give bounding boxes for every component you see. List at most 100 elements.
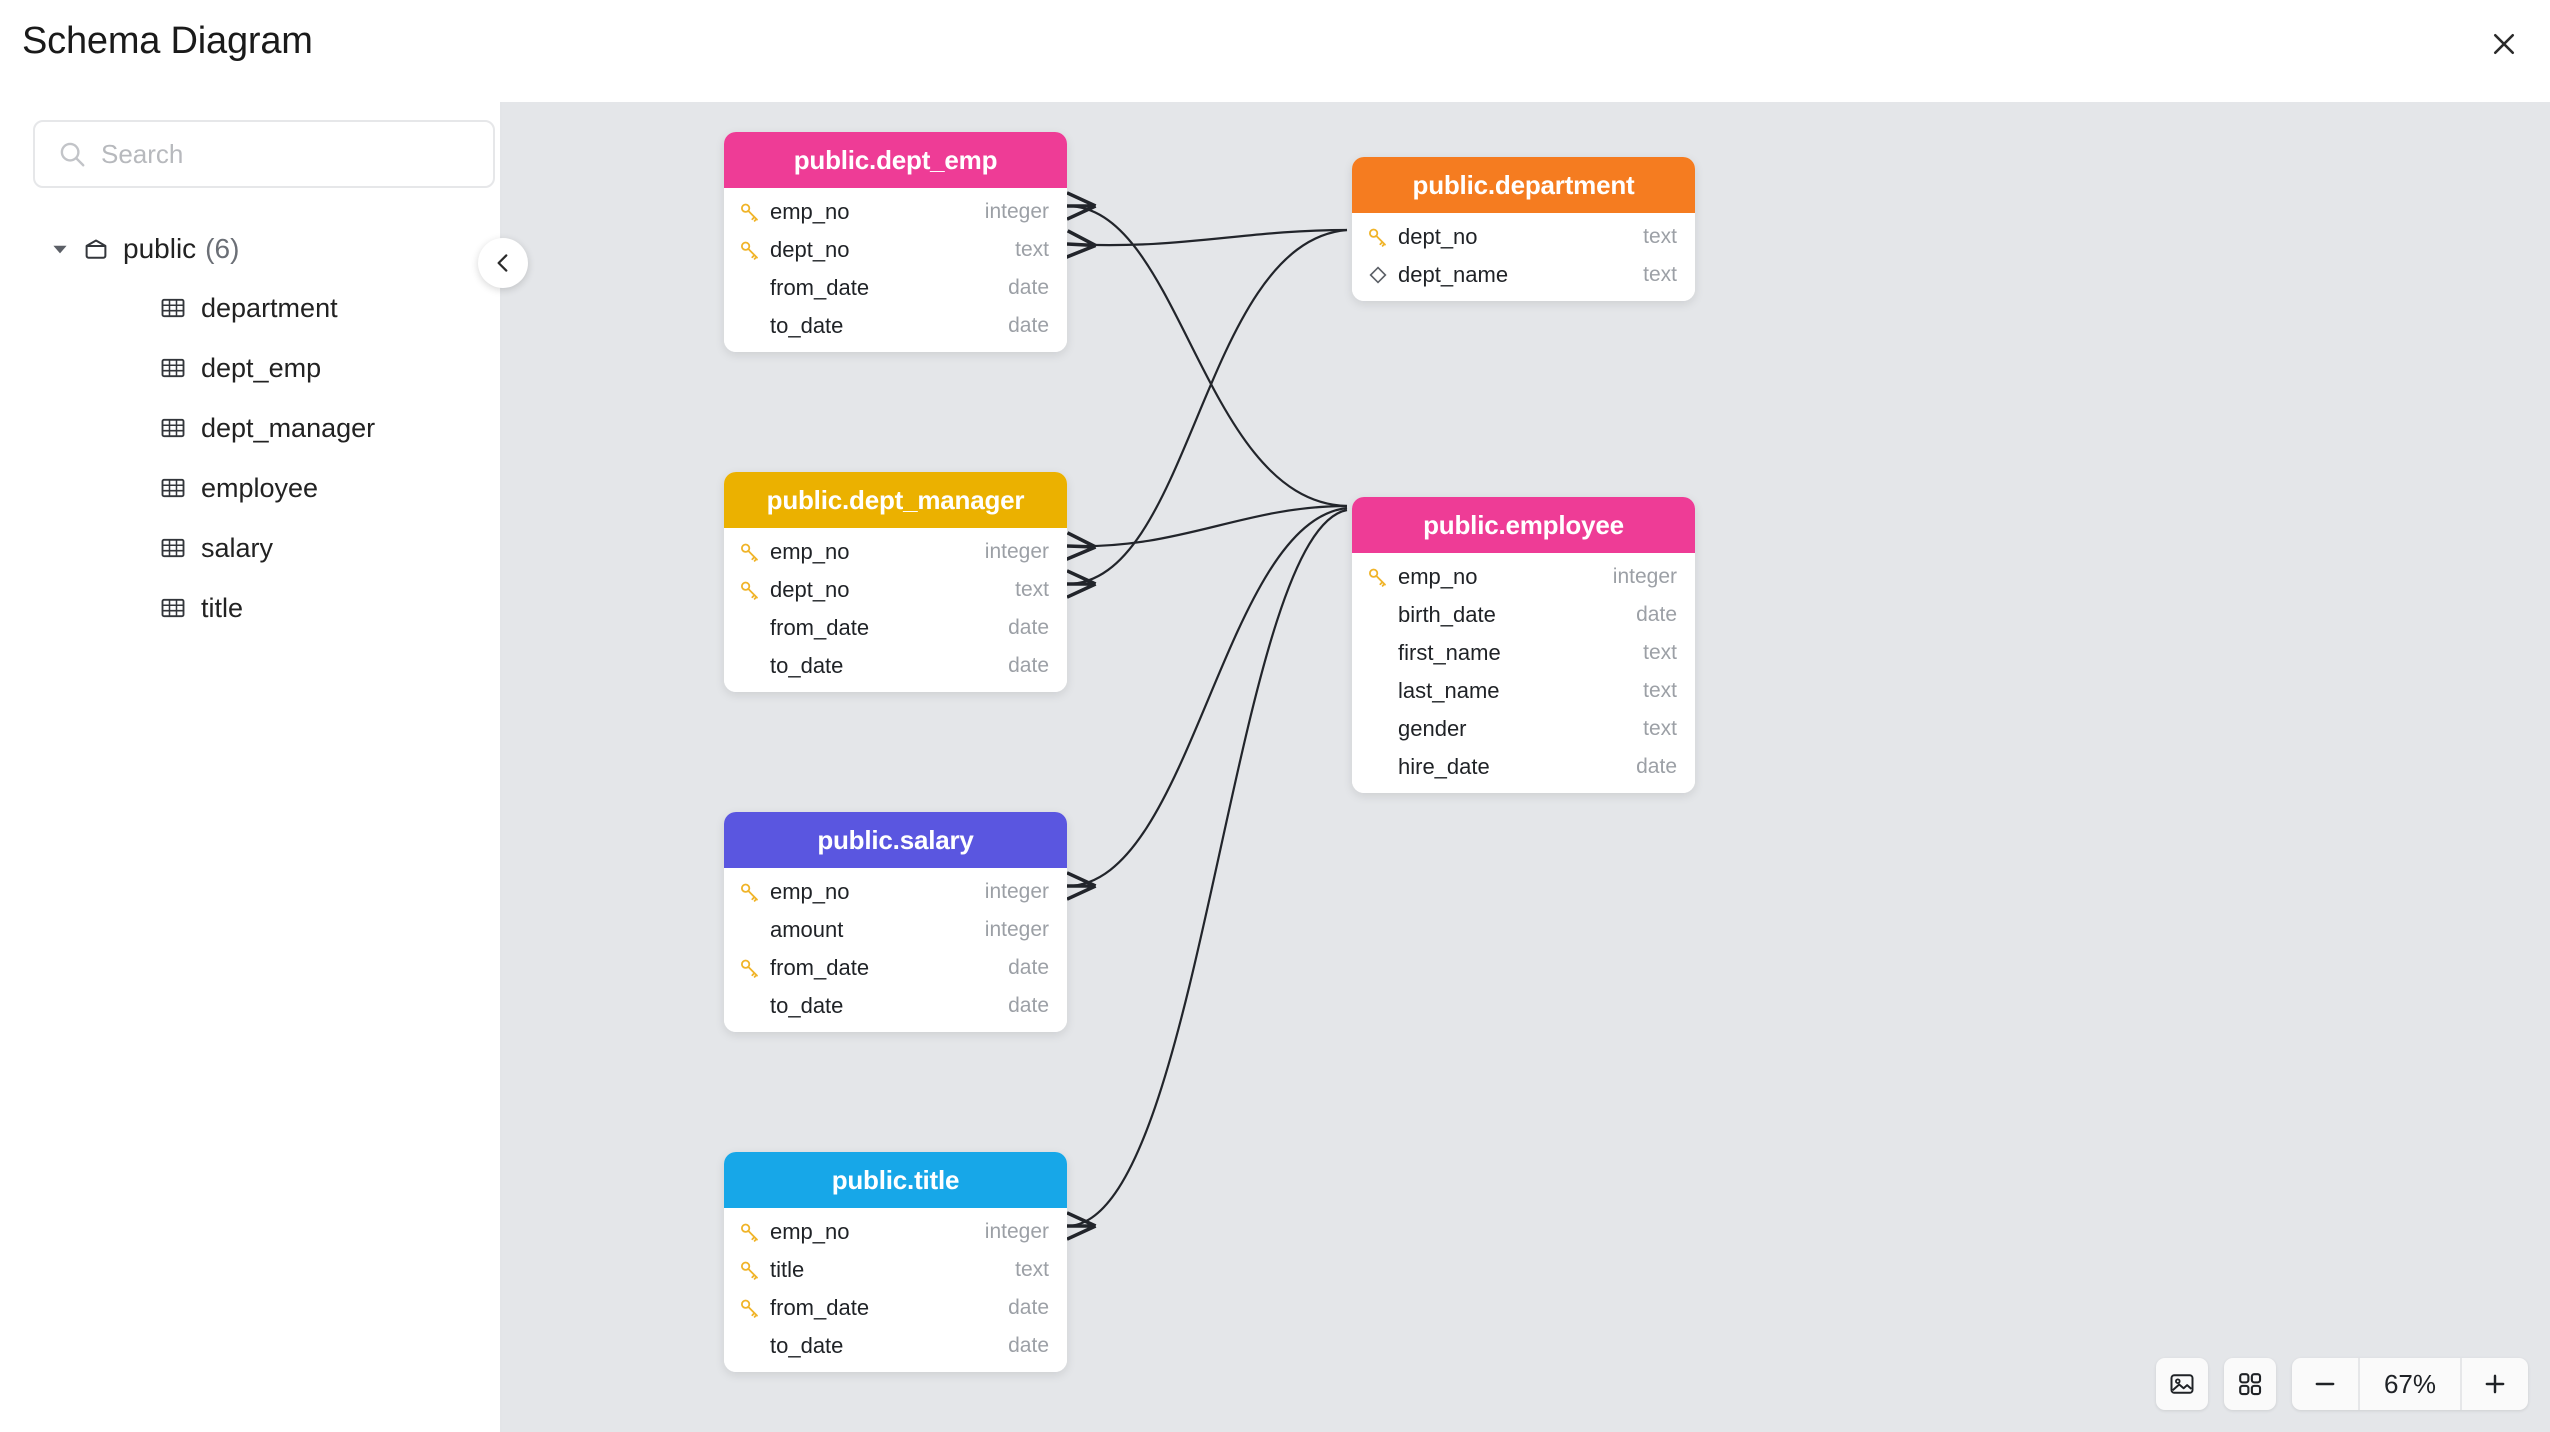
field-type: text xyxy=(1643,679,1677,702)
relationship-edge xyxy=(1066,506,1348,901)
field-icon-none xyxy=(738,654,762,678)
field-name: first_name xyxy=(1398,640,1501,665)
page-title: Schema Diagram xyxy=(22,20,313,62)
field-icon-none xyxy=(738,1334,762,1358)
grid-icon xyxy=(2239,1373,2262,1396)
field-name: emp_no xyxy=(770,539,850,564)
field-icon-none xyxy=(1366,679,1390,703)
key-icon xyxy=(1368,228,1386,247)
key-icon xyxy=(740,1299,758,1318)
tree-table-label: department xyxy=(201,292,338,323)
tree-table-label: dept_manager xyxy=(201,412,376,443)
field-type: date xyxy=(1008,1334,1049,1357)
field-type: text xyxy=(1015,238,1049,261)
zoom-out-button[interactable] xyxy=(2292,1358,2358,1410)
field-icon-none xyxy=(1366,717,1390,741)
field-name: dept_name xyxy=(1398,262,1509,287)
field-type: date xyxy=(1008,314,1049,337)
table-node-title: public.department xyxy=(1352,157,1695,213)
field-row[interactable]: emp_no integer xyxy=(724,873,1067,911)
sidebar-collapse-button[interactable] xyxy=(478,238,528,288)
table-node-title: public.employee xyxy=(1352,497,1695,553)
field-icon-none xyxy=(738,314,762,338)
field-type: text xyxy=(1643,717,1677,740)
close-button[interactable] xyxy=(2476,16,2532,72)
tree-table-department[interactable]: department xyxy=(33,278,498,338)
dialog-header: Schema Diagram xyxy=(0,0,2550,102)
tree-table-title[interactable]: title xyxy=(33,578,498,638)
field-row[interactable]: dept_name text xyxy=(1352,256,1695,294)
export-image-button[interactable] xyxy=(2156,1358,2208,1410)
search-box[interactable] xyxy=(33,120,495,188)
search-icon xyxy=(60,142,85,167)
key-icon xyxy=(740,543,758,562)
table-icon xyxy=(161,538,185,558)
field-name: to_date xyxy=(770,653,844,678)
field-type: text xyxy=(1643,263,1677,286)
auto-layout-button[interactable] xyxy=(2224,1358,2276,1410)
zoom-level-label[interactable]: 67% xyxy=(2358,1358,2462,1410)
field-type: integer xyxy=(1612,565,1677,588)
key-icon xyxy=(740,883,758,902)
field-icon-none xyxy=(738,616,762,640)
tree-table-employee[interactable]: employee xyxy=(33,458,498,518)
table-icon xyxy=(161,298,185,318)
relationship-edge xyxy=(1065,228,1348,259)
key-icon xyxy=(1368,568,1386,587)
field-type: date xyxy=(1008,276,1049,299)
tree-table-label: employee xyxy=(201,472,319,503)
field-type: date xyxy=(1008,616,1049,639)
field-icon-none xyxy=(738,276,762,300)
field-row[interactable]: to_date date xyxy=(724,307,1067,345)
search-input[interactable] xyxy=(101,138,451,170)
field-name: from_date xyxy=(770,955,870,980)
tree-table-salary[interactable]: salary xyxy=(33,518,498,578)
tree-schema-public[interactable]: public (6) xyxy=(33,220,498,278)
field-name: to_date xyxy=(770,993,844,1018)
field-type: date xyxy=(1636,755,1677,778)
table-node-title: public.dept_manager xyxy=(724,472,1067,528)
tree-table-dept_emp[interactable]: dept_emp xyxy=(33,338,498,398)
field-name: amount xyxy=(770,917,844,942)
field-icon-none xyxy=(1366,603,1390,627)
zoom-in-button[interactable] xyxy=(2462,1358,2528,1410)
schema-tree: public (6) department dept_emp dept_manage… xyxy=(33,220,498,638)
tree-table-dept_manager[interactable]: dept_manager xyxy=(33,398,498,458)
tree-table-label: salary xyxy=(201,532,274,563)
field-name: emp_no xyxy=(770,879,850,904)
field-name: to_date xyxy=(770,313,844,338)
field-type: integer xyxy=(984,880,1049,903)
